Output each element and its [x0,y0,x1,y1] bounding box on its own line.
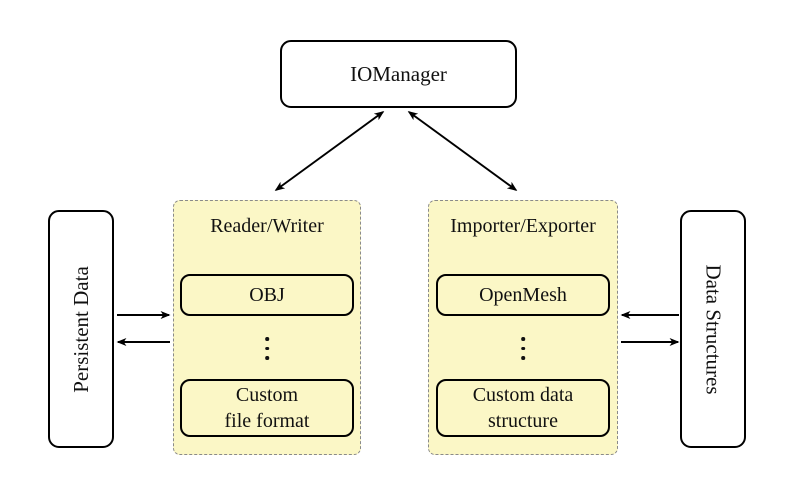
edge-iomanager-readerwriter [274,111,385,191]
vertical-ellipsis-icon [521,337,525,360]
data-structures-label: Data Structures [701,263,726,395]
custom-data-structure-line2: structure [488,410,558,432]
vertical-ellipsis-icon [265,337,269,360]
reader-writer-title: Reader/Writer [210,215,324,237]
obj-node: OBJ [180,274,354,316]
custom-file-format-node: Custom file format [180,379,354,437]
openmesh-label: OpenMesh [479,284,567,306]
iomanager-label: IOManager [350,61,447,86]
custom-data-structure-node: Custom data structure [436,379,610,437]
custom-data-structure-line1: Custom data [472,384,574,406]
importer-exporter-title: Importer/Exporter [450,215,596,237]
persistent-data-label: Persistent Data [68,265,93,393]
data-structures-node: Data Structures [680,210,746,448]
importer-exporter-container: Importer/Exporter OpenMesh Custom data s… [428,200,618,455]
iomanager-node: IOManager [280,40,517,108]
custom-file-format-line1: Custom [235,384,299,406]
edge-iomanager-importerexporter [407,111,518,191]
reader-writer-container: Reader/Writer OBJ Custom file format [173,200,361,455]
openmesh-node: OpenMesh [436,274,610,316]
persistent-data-node: Persistent Data [48,210,114,448]
obj-label: OBJ [249,284,285,306]
custom-file-format-line2: file format [224,410,310,432]
